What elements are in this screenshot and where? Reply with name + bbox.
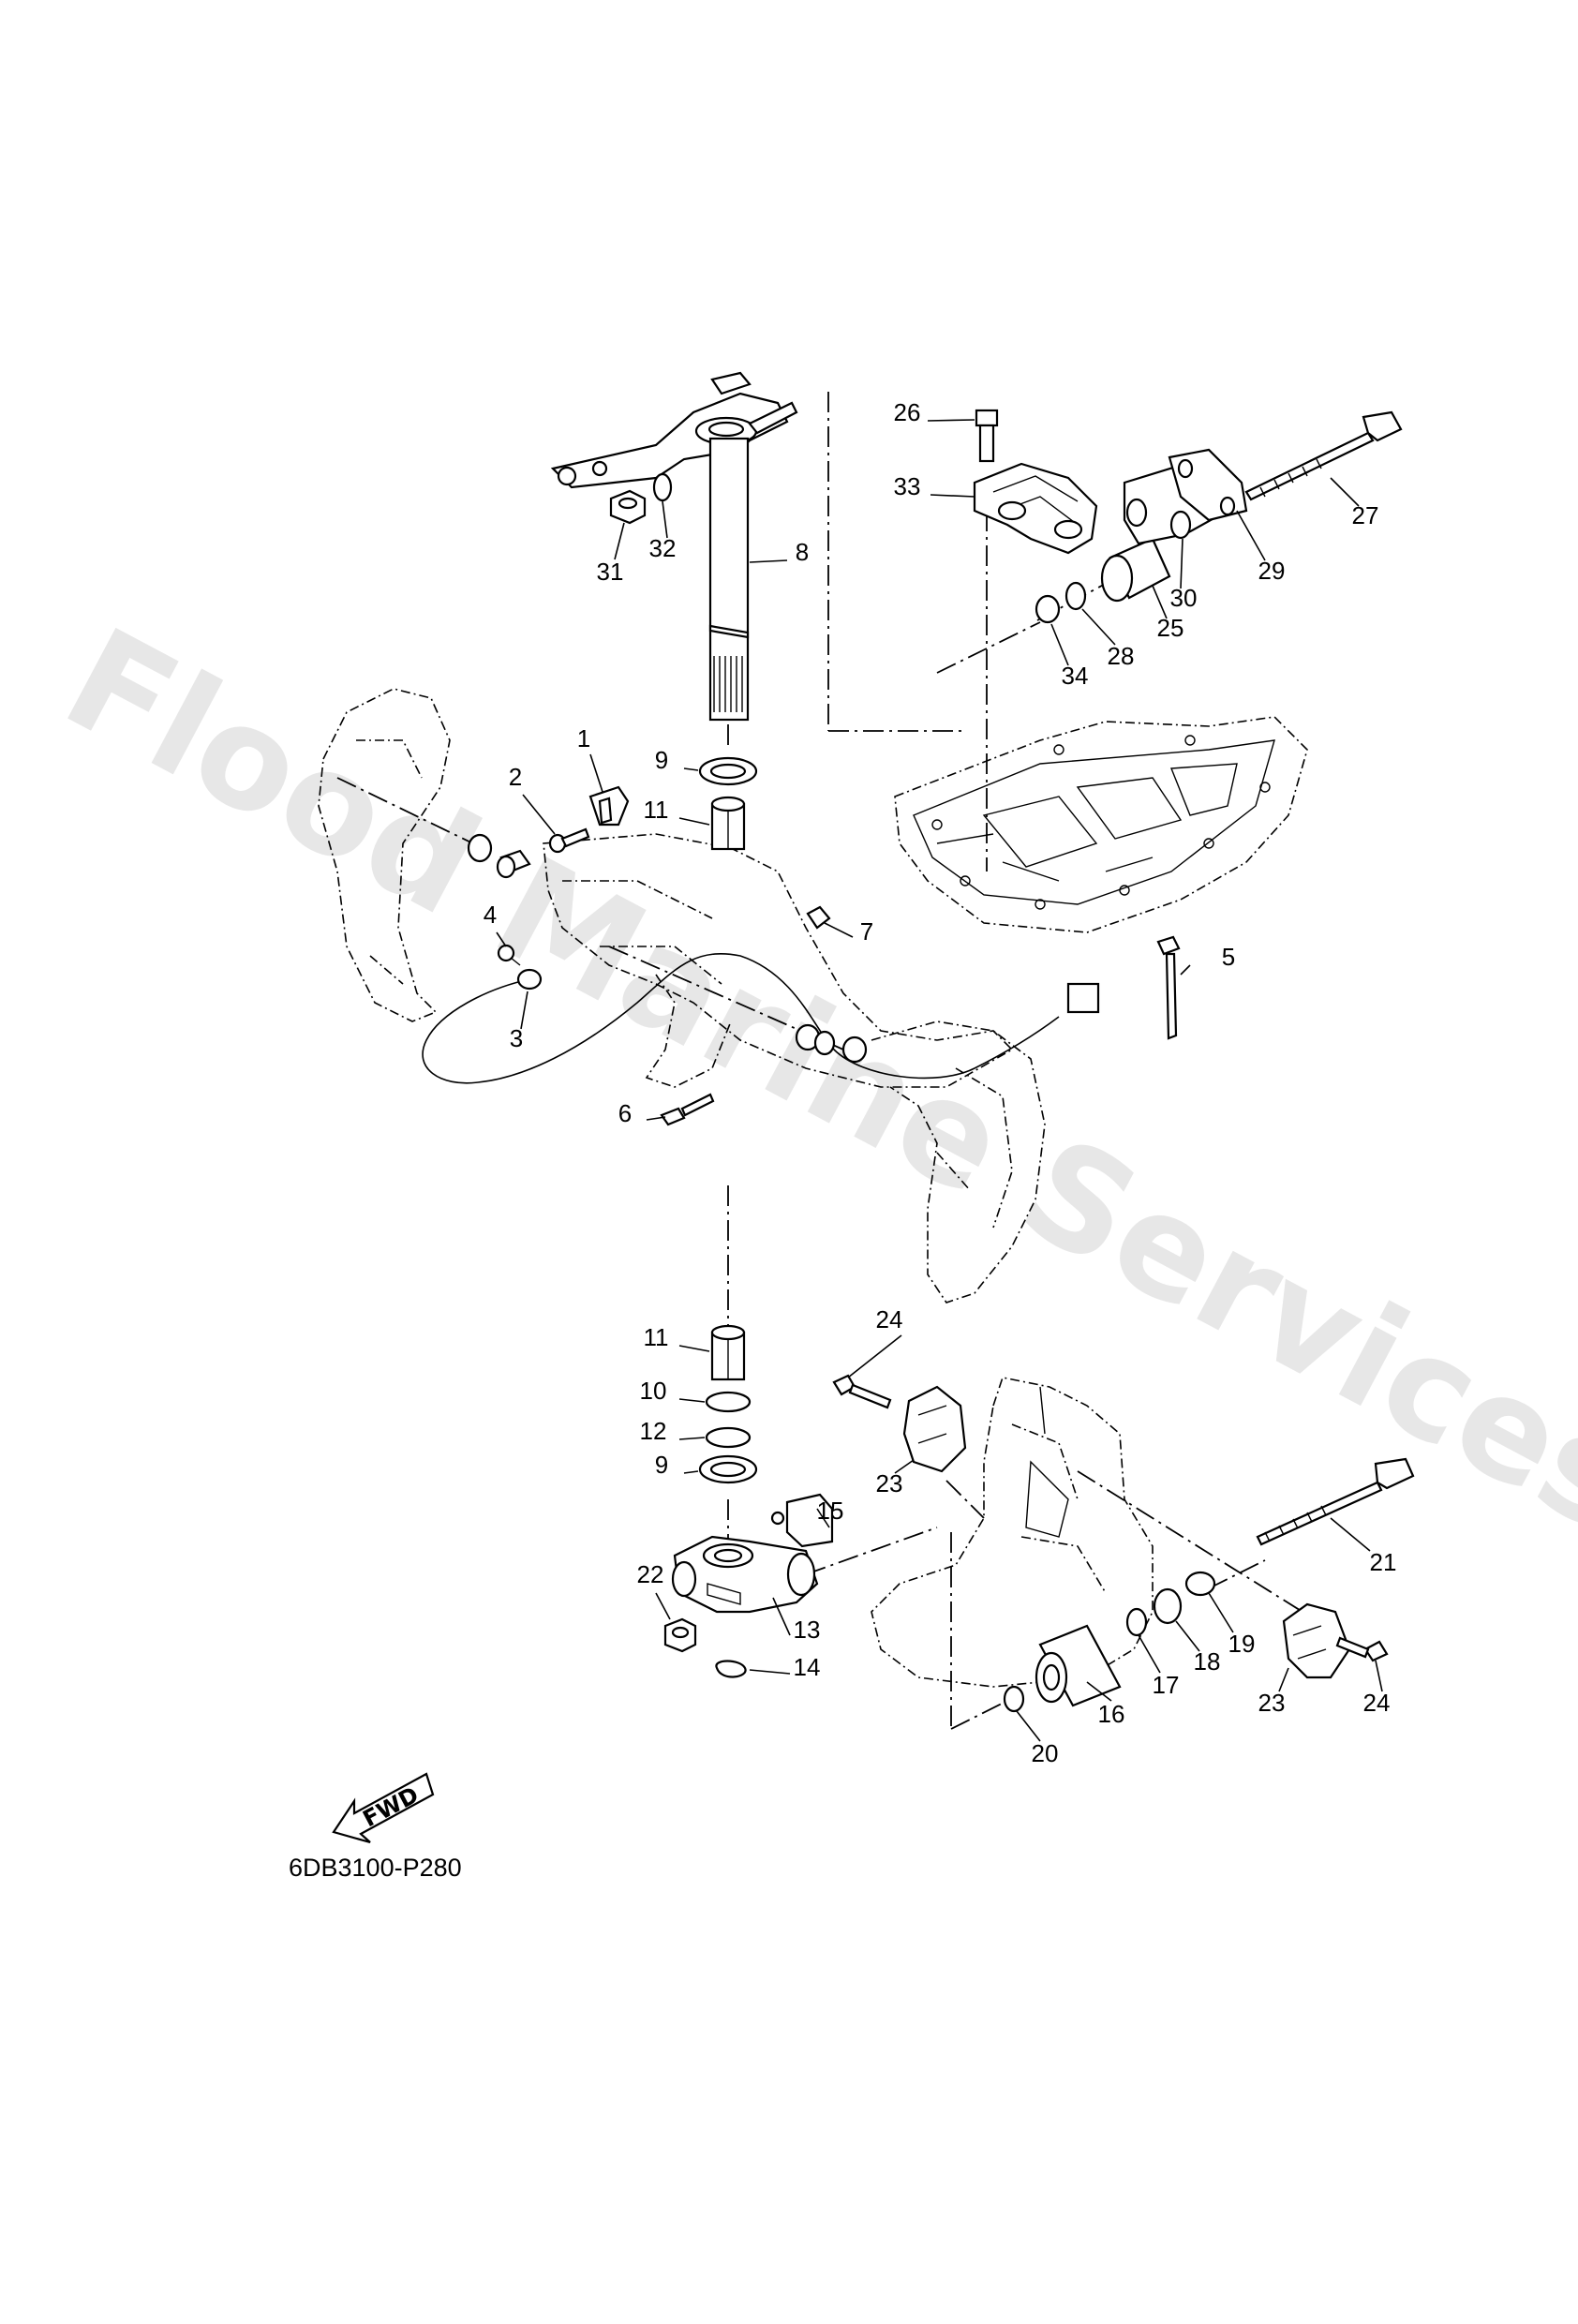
callout-26: 26 [894,398,921,426]
callout-11: 11 [644,796,669,824]
fwd-label: FWD [359,1781,424,1832]
washer-32 [652,472,673,502]
callout-24: 24 [1363,1689,1391,1717]
callout-2: 2 [509,763,522,791]
clamp-23-left [902,1385,967,1473]
o-ring-10 [705,1391,752,1413]
lead-wire-3 [422,953,1100,1084]
washer-19 [1184,1571,1216,1597]
callout-32: 32 [649,534,677,562]
callout-17: 17 [1153,1671,1180,1699]
bolt-2 [548,827,590,854]
washer-9-lower-inner [709,1461,747,1478]
bolt-6 [660,1093,715,1126]
callout-21: 21 [1370,1548,1397,1576]
clamp-23-right [1282,1602,1351,1679]
bolt-24-right [1335,1636,1389,1662]
nut-31 [609,489,647,525]
callout-24: 24 [876,1305,903,1333]
cable-tie-5 [1156,935,1181,1040]
fwd-arrow-icon: FWD [332,1772,435,1844]
bracket-15 [770,1493,834,1548]
diagram-code: 6DB3100-P280 [289,1854,462,1882]
through-bolt-21 [1256,1457,1415,1546]
callout-29: 29 [1258,557,1286,585]
lower-mount-rubber-16 [1035,1624,1122,1707]
bolt-24-left [832,1374,892,1409]
callout-7: 7 [860,917,873,946]
bolt-26 [975,409,999,463]
washer-28 [1064,581,1087,611]
washer-18 [1153,1587,1183,1625]
callout-18: 18 [1194,1647,1221,1676]
bushing-11-lower [710,1324,746,1381]
callout-19: 19 [1228,1630,1256,1658]
callout-22: 22 [637,1560,664,1588]
collar-34 [1035,594,1061,624]
clip-7 [806,905,831,930]
callout-27: 27 [1352,501,1379,529]
callout-16: 16 [1098,1700,1125,1728]
callout-30: 30 [1170,584,1198,612]
upper-mount-rubber [1100,537,1171,603]
callout-31: 31 [597,558,624,586]
callout-15: 15 [817,1497,844,1525]
callout-14: 14 [794,1653,821,1681]
callout-12: 12 [640,1417,667,1445]
callout-28: 28 [1108,642,1135,670]
callout-9: 9 [655,1451,668,1479]
upper-mount-bracket [1123,448,1248,545]
nut-22 [663,1617,697,1653]
callout-20: 20 [1032,1739,1059,1767]
steering-shaft [708,437,750,722]
callout-8: 8 [796,538,809,566]
bracket-ghost [318,688,1046,1304]
grease-nipple-1 [588,785,630,827]
callout-5: 5 [1222,943,1235,971]
bushing-swivel [467,833,531,879]
bushing-11-upper [710,796,746,851]
steering-arm [550,371,798,489]
circlip-14 [715,1660,747,1678]
o-ring-12 [705,1426,752,1449]
collar-20 [1003,1685,1025,1713]
callout-6: 6 [618,1099,632,1127]
upper-mount-cover [973,462,1098,555]
callout-33: 33 [894,472,921,500]
bottom-cowling-ghost [894,716,1308,933]
callout-numbers: 1234567899101111121314151617181920212223… [484,398,1397,1767]
callout-34: 34 [1062,662,1089,690]
washer-17 [1125,1607,1148,1637]
callout-4: 4 [484,901,497,929]
callout-23: 23 [1258,1689,1286,1717]
callout-25: 25 [1157,614,1184,642]
through-bolt-27 [1244,410,1403,501]
watermark: Flood Marine Services [40,598,1578,1564]
washer-9-upper-inner [709,763,747,780]
leader-lines [496,419,1383,1742]
callout-10: 10 [640,1377,667,1405]
callout-9: 9 [655,746,668,774]
callout-11: 11 [644,1323,669,1351]
lower-mount-housing-13 [671,1535,819,1614]
callout-1: 1 [577,724,590,752]
callout-13: 13 [794,1616,821,1644]
callout-3: 3 [510,1024,523,1052]
callout-23: 23 [876,1469,903,1497]
grommet-swivel-lower [795,1023,868,1064]
